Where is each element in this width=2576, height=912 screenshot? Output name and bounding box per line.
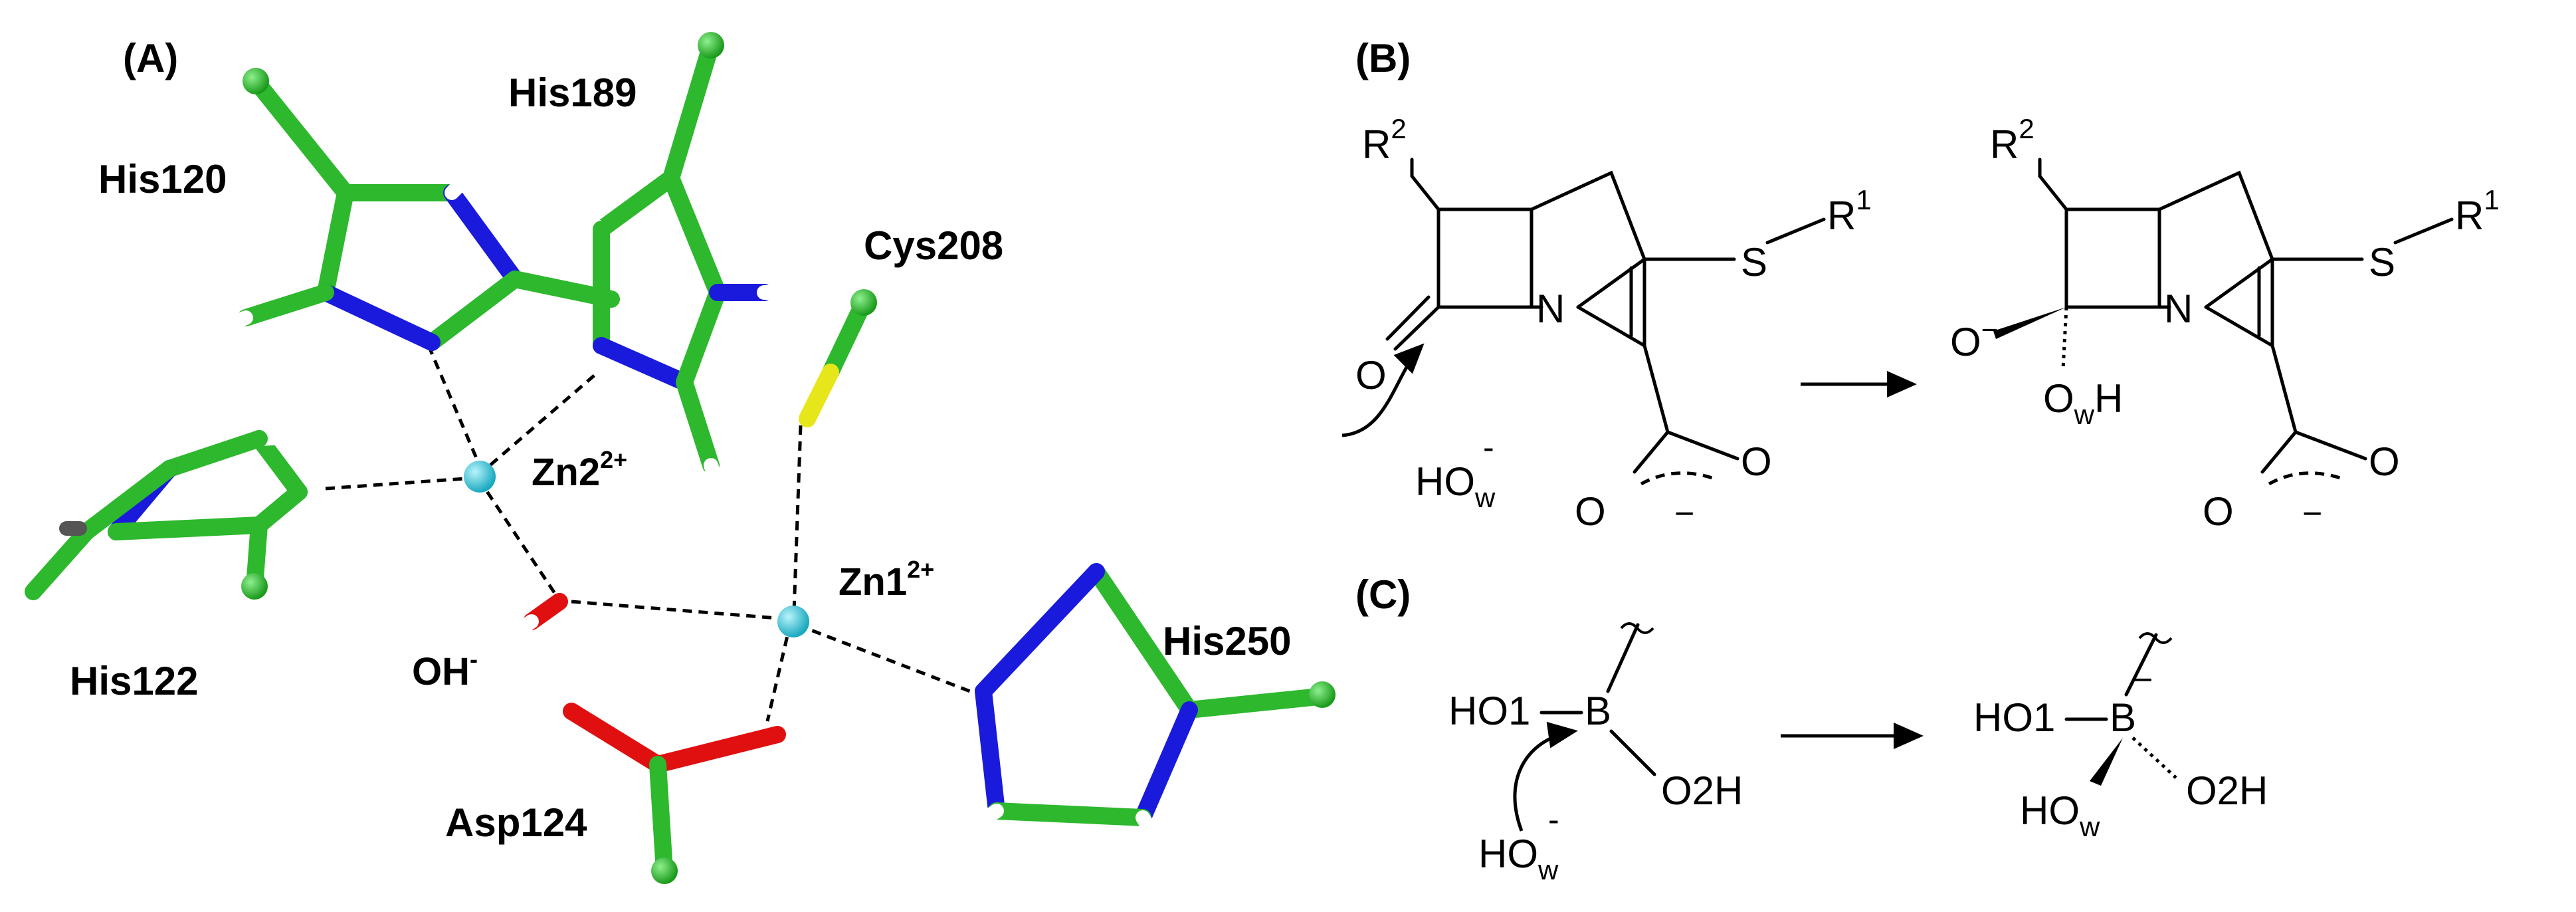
product-o2h-label: O2H: [2186, 768, 2268, 813]
his189-label: His189: [508, 70, 637, 115]
alkoxide-label: O−: [1950, 314, 1998, 364]
panel-c-label: (C): [1355, 572, 1411, 617]
cys208-label: Cys208: [864, 223, 1003, 268]
product-r1-label: R1: [2455, 184, 2500, 238]
coordination-bonds: [325, 345, 971, 722]
nitrogen-label: N: [1536, 286, 1565, 331]
c-nucleophile-label: HOw: [1478, 832, 1559, 885]
c-nucleophile-charge: -: [1548, 801, 1559, 838]
boronate-product: HO1 B − O2H HOw: [1973, 632, 2268, 842]
product-carboxylate-oxygen-1: O: [2369, 439, 2400, 484]
product-nitrogen-label: N: [2164, 286, 2193, 331]
his250-label: His250: [1163, 619, 1291, 663]
r1-label: R1: [1827, 184, 1872, 238]
hydroxide: [514, 593, 568, 635]
product-carboxylate-oxygen-2: O: [2203, 489, 2234, 534]
zn2-ion: [464, 461, 496, 493]
carboxylate-oxygen-2: O: [1575, 489, 1606, 534]
product-sulfur-label: S: [2369, 240, 2395, 285]
his120-label: His120: [98, 157, 227, 201]
hydroxide-label: OH-: [412, 645, 478, 693]
nucleophile-label: HOw: [1415, 459, 1496, 513]
o2h-label: O2H: [1661, 768, 1743, 813]
carboxylate-oxygen-1: O: [1741, 439, 1772, 484]
owh-label: OwH: [2043, 376, 2123, 430]
product-r2-label: R2: [1990, 113, 2034, 167]
his122-label: His122: [70, 659, 198, 703]
his122-residue: [25, 430, 308, 600]
product-carboxylate-charge: −: [2302, 495, 2322, 533]
ho1-label: HO1: [1448, 689, 1530, 733]
sulfur-label: S: [1741, 240, 1767, 285]
product-ho1-label: HO1: [1973, 695, 2055, 740]
asp124-label: Asp124: [445, 800, 587, 845]
product-boron-label: B: [2110, 695, 2136, 740]
boron-label: B: [1585, 689, 1611, 733]
his120-residue: [219, 68, 620, 351]
panel-a: (A): [25, 32, 1336, 884]
zn1-label: Zn12+: [839, 556, 934, 604]
carboxylate-charge: −: [1674, 495, 1694, 533]
panel-a-label: (A): [123, 36, 178, 80]
his250-residue: [936, 536, 1336, 875]
carbonyl-oxygen-label: O: [1355, 353, 1387, 398]
carbapenem-reactant: R2 S R1 N O O O − HOw -: [1341, 113, 1872, 534]
zn2-label: Zn22+: [532, 446, 627, 494]
boronic-reactant: HO1 B O2H HOw -: [1448, 622, 1743, 885]
cys208-residue: [799, 289, 877, 427]
his189-residue: [538, 32, 791, 483]
zn1-ion: [777, 606, 809, 637]
boronate-charge: −: [2133, 661, 2153, 699]
panel-c: (C) HO1 B O2H HOw - HO1 B − O2H HOw: [1355, 572, 2268, 885]
asp124-residue: [563, 703, 786, 884]
panel-b-label: (B): [1355, 36, 1411, 80]
product-how-label: HOw: [2020, 788, 2100, 842]
nucleophile-charge: -: [1483, 429, 1494, 466]
panel-b: (B) R2 S R1 N O O O −: [1341, 36, 2500, 534]
r2-label: R2: [1362, 113, 1407, 167]
tetrahedral-intermediate: R2 S R1 N O− OwH O O −: [1950, 113, 2500, 534]
